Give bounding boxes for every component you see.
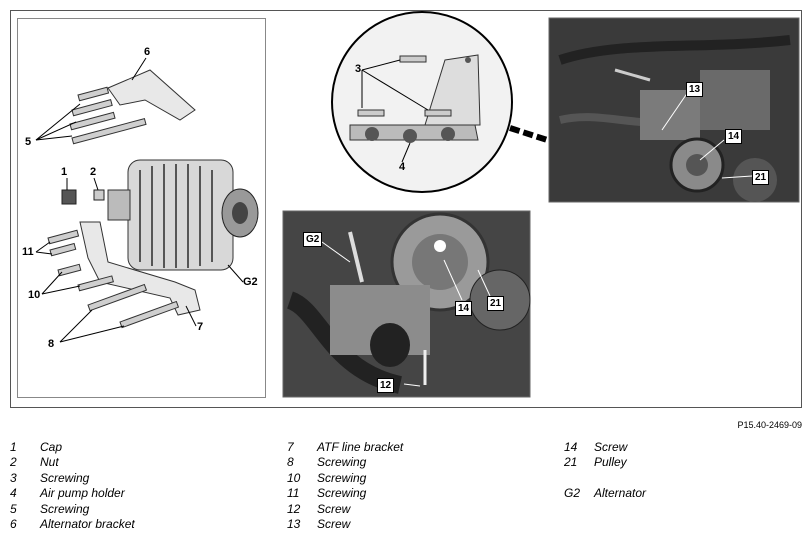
legend-num: 2: [10, 455, 17, 470]
callout-7: 7: [197, 321, 204, 333]
legend-num: 6: [10, 516, 17, 531]
legend-label: Screwing: [40, 470, 90, 485]
legend-label: Alternator: [594, 486, 647, 501]
photo-bottom: [282, 210, 531, 398]
legend-num: G2: [564, 486, 581, 501]
callout-13: 13: [686, 82, 704, 97]
callout-14-top: 14: [725, 129, 743, 144]
legend-label: ATF line bracket: [317, 440, 404, 454]
legend-label: Pulley: [594, 455, 627, 470]
legend-label: Screwing: [317, 486, 367, 501]
legend-num: [564, 502, 594, 517]
legend-num: 5: [10, 501, 17, 516]
legend-num: [564, 471, 594, 486]
callout-g2: G2: [243, 276, 258, 288]
callout-g2-photo: G2: [303, 232, 323, 247]
callout-4: 4: [399, 161, 406, 173]
legend-num: 10: [287, 470, 301, 485]
callout-10: 10: [28, 289, 41, 301]
callout-21-top: 21: [752, 170, 770, 185]
legend-label: Alternator bracket: [40, 516, 135, 531]
callout-2: 2: [90, 166, 97, 178]
legend-label: Screw: [317, 501, 351, 516]
legend-num: 8: [287, 455, 294, 470]
callout-6: 6: [144, 46, 151, 58]
callout-12: 12: [377, 378, 395, 393]
legend-label: Air pump holder: [40, 486, 125, 501]
callout-5: 5: [25, 136, 32, 148]
legend-num: 4: [10, 486, 17, 501]
callout-14-bottom: 14: [455, 301, 473, 316]
legend-label: Screw: [317, 516, 351, 531]
legend-num: 21: [564, 455, 578, 470]
legend-num: 7: [287, 440, 294, 454]
legend-label: Screwing: [317, 455, 367, 470]
detail-circle: [331, 11, 513, 193]
callout-3: 3: [355, 63, 362, 75]
callout-21-bottom: 21: [487, 296, 505, 311]
legend-col-3: 14 Screw 21 Pulley G2 Alternator: [564, 440, 646, 532]
legend-num: [564, 517, 594, 532]
legend-num: 13: [287, 516, 301, 531]
legend-num: 14: [564, 440, 578, 454]
callout-11: 11: [22, 246, 34, 258]
legend-num: 3: [10, 470, 17, 485]
legend-label: Screw: [594, 440, 628, 454]
callout-8: 8: [48, 338, 55, 350]
legend-label: Nut: [40, 455, 59, 470]
legend-num: 1: [10, 440, 17, 454]
legend-num: 11: [287, 486, 300, 501]
legend-num: 12: [287, 501, 301, 516]
figure-id: P15.40-2469-09: [737, 420, 802, 430]
alternator-drawing: [107, 159, 259, 271]
callout-1: 1: [61, 166, 68, 178]
legend-label: Screwing: [317, 470, 367, 485]
legend-label: Cap: [40, 440, 63, 454]
legend-label: Screwing: [40, 501, 90, 516]
